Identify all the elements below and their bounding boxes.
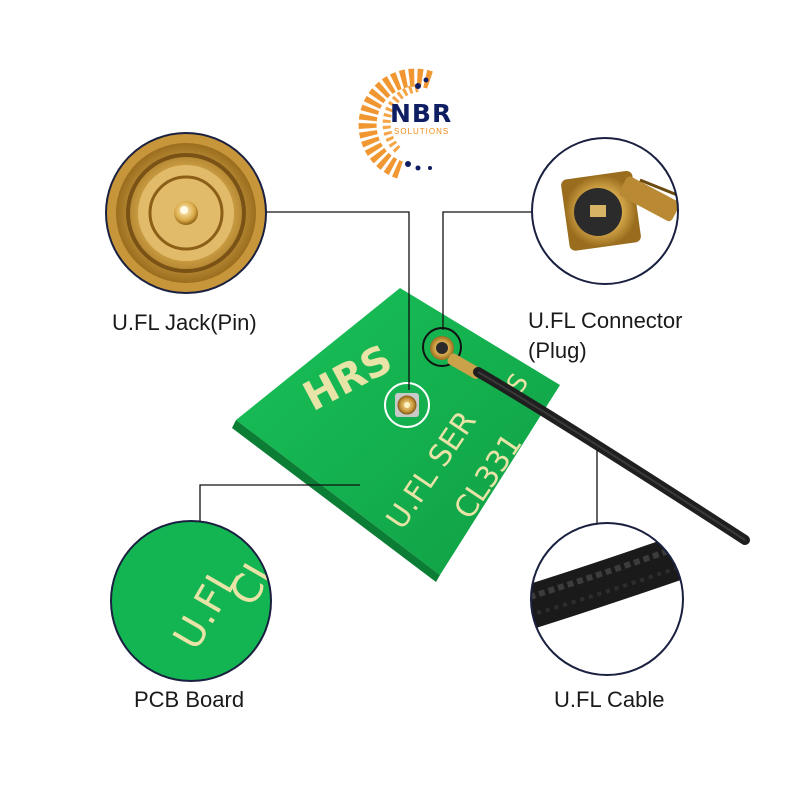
pcb-leader-line bbox=[194, 484, 360, 533]
pcb-label: PCB Board bbox=[134, 687, 245, 712]
pcb-closeup-circle: U.FL CL bbox=[110, 520, 272, 682]
connector-label: U.FL Connector (Plug) bbox=[528, 306, 682, 366]
logo-main-text: NBR bbox=[390, 99, 453, 128]
connector-leader-line bbox=[442, 206, 563, 330]
cable-label: U.FL Cable bbox=[554, 687, 665, 712]
jack-label: U.FL Jack(Pin) bbox=[112, 310, 257, 335]
logo-dot-globe-icon bbox=[358, 68, 433, 179]
connector-label-line-2: (Plug) bbox=[528, 338, 587, 363]
logo-sub-text: SOLUTIONS bbox=[394, 127, 450, 136]
connector-label-line-1: U.FL Connector bbox=[528, 308, 683, 333]
jack-closeup-circle bbox=[105, 132, 267, 294]
nbr-logo bbox=[358, 68, 433, 179]
board-ufl-jack-icon bbox=[384, 382, 430, 428]
connector-closeup-circle bbox=[531, 137, 679, 285]
jack-leader-line bbox=[245, 206, 410, 390]
logo-text-block: NBR SOLUTIONS bbox=[390, 101, 452, 137]
cable-closeup-circle bbox=[530, 522, 684, 676]
